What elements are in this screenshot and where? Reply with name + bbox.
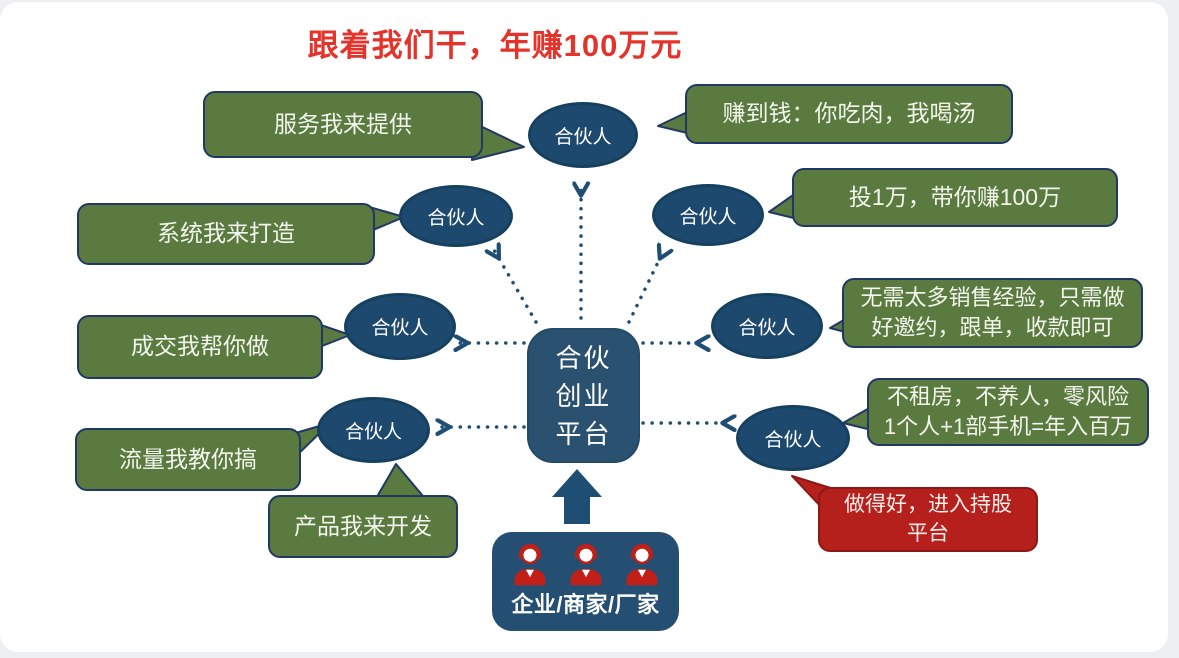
bubble-service-text: 服务我来提供: [274, 110, 412, 137]
bubble-product: 产品我来开发: [268, 495, 458, 558]
center-platform: 合伙 创业 平台: [527, 328, 640, 463]
person-icon: [570, 543, 601, 586]
bubble-system-text: 系统我来打造: [157, 220, 295, 247]
center-platform-line: 创业: [555, 380, 612, 411]
bubble-equity: 做得好，进入持股 平台: [818, 487, 1038, 552]
partner-node-right: 合伙人: [711, 293, 823, 359]
bubble-invest-return-text: 投1万，带你赚100万: [848, 183, 1062, 210]
bubble-no-rent: 不租房，不养人，零风险 1个人+1部手机=年入百万: [867, 378, 1149, 446]
bubble-product-text: 产品我来开发: [294, 512, 432, 539]
person-icon: [514, 543, 545, 586]
partner-label: 合伙人: [554, 126, 612, 148]
bubble-traffic: 流量我教你搞: [75, 428, 301, 491]
partner-label: 合伙人: [427, 207, 485, 229]
bubble-service: 服务我来提供: [203, 91, 483, 158]
dotted-arrow-center-to-upper-right-partner: [627, 250, 664, 324]
partner-label: 合伙人: [371, 318, 429, 339]
bubble-earn-share: 赚到钱：你吃肉，我喝汤: [685, 84, 1013, 144]
partner-node-upper-right: 合伙人: [652, 184, 764, 246]
person-icons-row: [510, 539, 662, 586]
page-title: 跟着我们干，年赚100万元: [307, 28, 683, 63]
partner-label: 合伙人: [764, 429, 822, 451]
bubble-sales-skill: 无需太多销售经验，只需做 好邀约，跟单，收款即可: [842, 278, 1143, 348]
up-arrow: [552, 469, 602, 524]
partner-label: 合伙人: [738, 317, 796, 339]
bubble-equity-text: 做得好，进入持股 平台: [844, 493, 1012, 545]
center-platform-line: 平台: [555, 418, 612, 449]
dotted-arrow-center-to-upper-left-partner: [494, 250, 538, 324]
bubble-traffic-text: 流量我教你搞: [119, 445, 257, 472]
source-label: 企业/商家/厂家: [511, 592, 660, 617]
bubble-earn-share-text: 赚到钱：你吃肉，我喝汤: [722, 100, 976, 127]
person-icon: [626, 543, 657, 586]
partner-node-lower-left: 合伙人: [317, 397, 430, 463]
partner-node-left: 合伙人: [344, 293, 456, 360]
bubble-invest-return: 投1万，带你赚100万: [792, 168, 1118, 227]
bubble-closing-text: 成交我帮你做: [131, 333, 269, 360]
bubble-sales-skill-text: 无需太多销售经验，只需做 好邀约，跟单，收款即可: [860, 285, 1125, 340]
bubble-system: 系统我来打造: [77, 203, 375, 265]
source-box: 企业/商家/厂家: [492, 532, 679, 631]
partner-node-upper-left: 合伙人: [399, 185, 513, 247]
partner-node-lower-right: 合伙人: [736, 405, 850, 471]
partner-node-top: 合伙人: [528, 102, 638, 168]
bubble-closing: 成交我帮你做: [77, 315, 323, 379]
center-platform-line: 合伙: [555, 342, 612, 373]
bubble-no-rent-text: 不租房，不养人，零风险 1个人+1部手机=年入百万: [883, 384, 1133, 439]
partner-label: 合伙人: [679, 206, 737, 228]
partner-label: 合伙人: [344, 421, 402, 443]
